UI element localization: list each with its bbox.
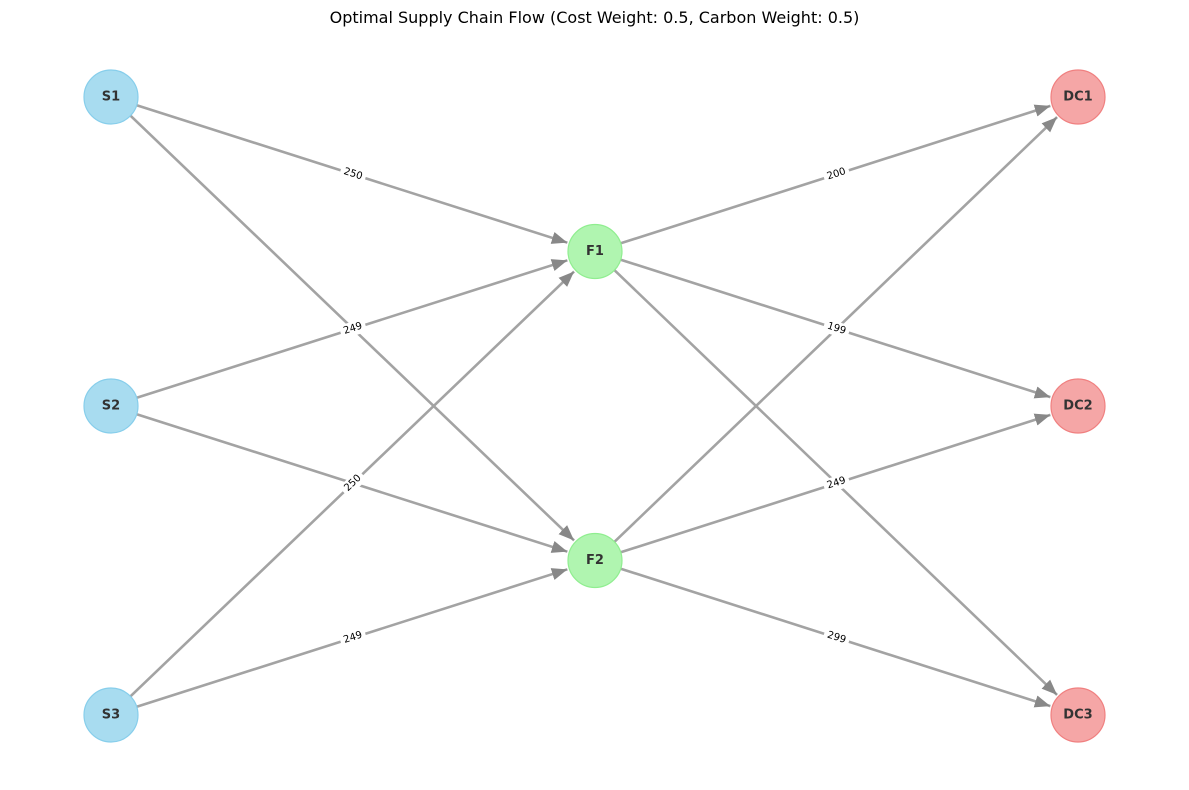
node-label: F2	[586, 553, 604, 568]
edge-flow-label: 249	[821, 472, 852, 494]
node-label: DC3	[1063, 708, 1092, 723]
node-label: S2	[102, 399, 120, 414]
node-label: S3	[102, 708, 120, 723]
edge-flow-label: 200	[821, 163, 852, 185]
node-f1[interactable]: F1	[567, 223, 623, 280]
edge-flow-value: 249	[342, 630, 364, 646]
edge-flow-value: 299	[826, 630, 848, 646]
node-label: S1	[102, 90, 120, 105]
node-s3[interactable]: S3	[83, 687, 139, 743]
edge-flow-label: 250	[338, 163, 368, 185]
diagram-title: Optimal Supply Chain Flow (Cost Weight: …	[329, 8, 860, 27]
edge-flow-label: 199	[821, 318, 852, 340]
edge-flow-value: 200	[826, 166, 848, 182]
edge-flow-label: 249	[338, 318, 368, 340]
node-label: DC1	[1063, 90, 1092, 105]
node-label: F1	[586, 244, 604, 259]
edge-flow-label: 249	[338, 627, 368, 649]
node-dc3[interactable]: DC3	[1050, 687, 1106, 743]
node-dc2[interactable]: DC2	[1050, 378, 1106, 434]
node-f2[interactable]: F2	[567, 532, 623, 589]
edge-flow-label: 299	[821, 627, 852, 649]
node-label: DC2	[1063, 399, 1092, 414]
node-s1[interactable]: S1	[83, 69, 139, 125]
node-dc1[interactable]: DC1	[1050, 69, 1106, 125]
edge-flow-value: 250	[342, 166, 364, 182]
node-s2[interactable]: S2	[83, 378, 139, 434]
